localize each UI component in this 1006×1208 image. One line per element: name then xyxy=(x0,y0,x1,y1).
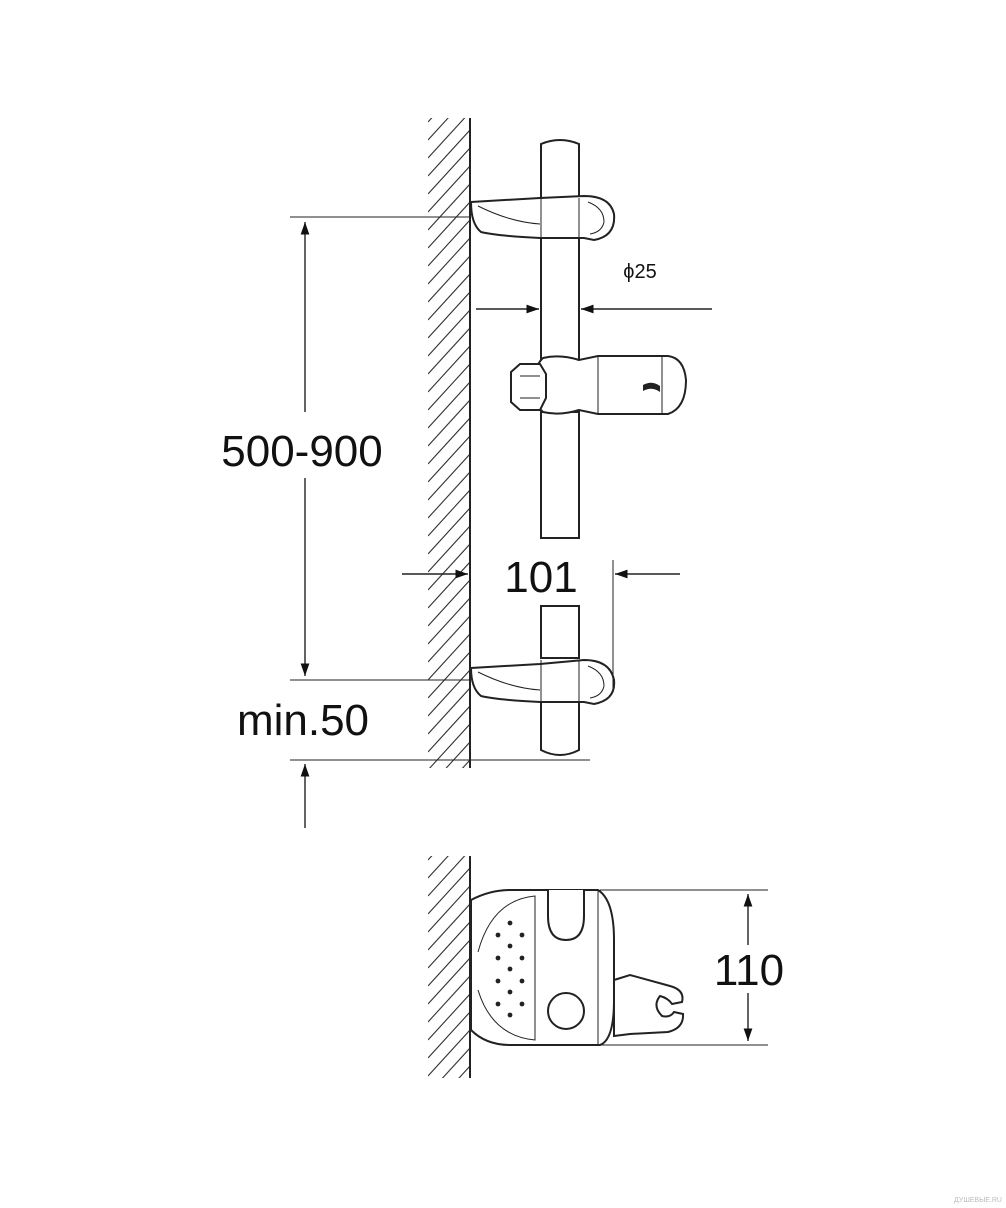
wall-hatch-line xyxy=(428,363,470,411)
watermark: ДУШЕВЫЕ.RU xyxy=(954,1197,1002,1204)
wall-hatch-line xyxy=(428,856,466,897)
wall-hatch-line xyxy=(428,291,470,339)
wall-hatch-line xyxy=(428,183,470,231)
dimension-holder-depth: 110 xyxy=(600,889,784,1046)
handshower-slider xyxy=(510,355,688,415)
dimension-offset: 101 xyxy=(402,553,680,688)
wall-hatch-line xyxy=(428,1084,470,1130)
wall-hatch-line xyxy=(428,118,449,141)
wall-hatch-line xyxy=(428,309,470,357)
wall-hatch-line xyxy=(428,201,470,249)
wall-hatch-line xyxy=(428,778,470,824)
wall-hatch-line xyxy=(428,165,470,213)
height-range-label: 500-900 xyxy=(221,427,382,476)
wall-bottom xyxy=(428,796,471,1130)
wall-hatch-line xyxy=(428,381,470,429)
spray-dot xyxy=(495,1001,501,1007)
upper-wall-bracket xyxy=(469,194,616,242)
spray-dot xyxy=(519,955,525,961)
wall-hatch-line xyxy=(428,435,470,483)
wall-hatch-line xyxy=(428,921,470,969)
wall-hatch-line xyxy=(428,796,470,842)
wall-hatch-line xyxy=(428,705,470,753)
wall-hatch-line xyxy=(428,669,470,717)
wall-hatch-line xyxy=(428,255,470,303)
wall-hatch-line xyxy=(428,993,470,1041)
soap-dish-holder xyxy=(470,889,685,1046)
wall-hatch-line xyxy=(428,543,470,591)
wall-hatch-line xyxy=(428,1011,470,1059)
diameter-label: ϕ25 xyxy=(623,261,656,283)
spray-dot xyxy=(519,978,525,984)
wall-hatch-line xyxy=(428,58,470,104)
wall-hatch-line xyxy=(428,903,470,951)
wall-hatch-line xyxy=(428,525,470,573)
spray-dot xyxy=(507,1012,513,1018)
dimension-diameter: ϕ25 xyxy=(476,261,712,314)
wall-hatch-line xyxy=(445,741,470,768)
wall-hatch-line xyxy=(461,759,470,768)
wall-hatch-line xyxy=(428,856,449,879)
wall-hatch-line xyxy=(428,345,470,393)
wall-hatch-line xyxy=(428,489,470,537)
dimension-min-clearance: min.50 xyxy=(237,696,590,828)
wall-hatch-line xyxy=(428,597,470,645)
wall-hatch-line xyxy=(428,417,470,465)
wall-hatch-line xyxy=(428,856,433,861)
min-clearance-label: min.50 xyxy=(237,696,369,745)
wall-hatch-line xyxy=(428,579,470,627)
wall-hatch-line xyxy=(441,1047,470,1078)
wall-hatch-line xyxy=(428,507,470,555)
shower-rail xyxy=(540,139,580,756)
wall-hatch-line xyxy=(428,147,470,195)
wall-hatch-line xyxy=(428,651,470,699)
wall-offset-label: 101 xyxy=(504,553,577,602)
wall-hatch-line xyxy=(428,885,470,933)
spray-dot xyxy=(495,978,501,984)
wall-hatch-line xyxy=(428,471,470,519)
wall-hatch-line xyxy=(428,975,470,1023)
holder-depth-label: 110 xyxy=(714,946,784,995)
wall-hatch-line xyxy=(428,615,470,663)
wall-hatch-line xyxy=(428,237,470,285)
wall-hatch-line xyxy=(428,939,470,987)
wall-hatch-line xyxy=(428,957,470,1005)
wall-hatch-line xyxy=(428,273,470,321)
wall-hatch-line xyxy=(458,1065,470,1078)
spray-dot xyxy=(507,943,513,949)
wall-hatch-line xyxy=(429,723,470,768)
wall-hatch-line xyxy=(428,867,470,915)
wall-hatch-line xyxy=(428,561,470,609)
spray-dot xyxy=(507,966,513,972)
wall-hatch-line xyxy=(428,129,470,177)
spray-dot xyxy=(519,932,525,938)
spray-dot xyxy=(507,920,513,926)
wall-hatch-line xyxy=(428,118,466,159)
wall-hatch-line xyxy=(428,453,470,501)
lower-wall-bracket xyxy=(469,658,616,706)
wall-hatch-line xyxy=(428,399,470,447)
wall-hatch-line xyxy=(428,327,470,375)
wall-hatch-line xyxy=(428,1029,470,1077)
wall-top xyxy=(428,58,471,824)
wall-hatch-line xyxy=(428,633,470,681)
wall-hatch-line xyxy=(428,687,470,735)
spray-dot xyxy=(495,932,501,938)
dimension-height: 500-900 xyxy=(221,216,470,681)
spray-dot xyxy=(507,989,513,995)
wall-hatch-line xyxy=(428,219,470,267)
spray-dot xyxy=(495,955,501,961)
wall-hatch-line xyxy=(428,118,433,123)
spray-dot xyxy=(519,1001,525,1007)
